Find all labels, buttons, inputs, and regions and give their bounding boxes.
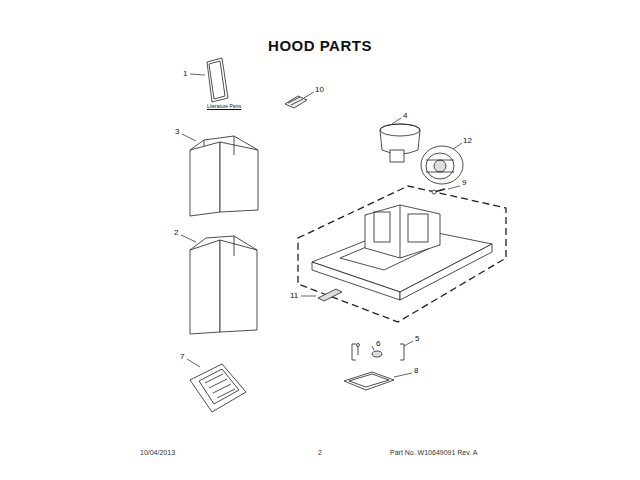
callout-number: 11 <box>290 292 298 300</box>
screw <box>432 189 445 194</box>
callout-number: 4 <box>403 112 407 120</box>
blower-motor <box>421 146 463 184</box>
blower-housing <box>380 124 420 162</box>
section-label: Literature Parts <box>207 104 241 109</box>
callout-number: 8 <box>414 367 418 375</box>
callout-number: 5 <box>415 335 419 343</box>
part-11 <box>318 289 342 301</box>
page-title: HOOD PARTS <box>268 38 372 53</box>
page-number: 2 <box>318 449 322 456</box>
callout-number: 2 <box>174 229 178 237</box>
part-10 <box>285 96 307 108</box>
leader-lines <box>181 74 462 377</box>
part-number: Part No. W10649091 Rev. A <box>390 449 477 456</box>
hood-body <box>312 205 492 300</box>
callout-number: 1 <box>183 70 187 78</box>
callout-number: 7 <box>180 353 184 361</box>
callout-number: 12 <box>463 137 472 145</box>
footer-date: 10/04/2013 <box>140 449 175 456</box>
callout-number: 9 <box>462 179 466 187</box>
upper-chimney <box>190 136 258 216</box>
part-8 <box>344 372 394 390</box>
literature-booklet <box>207 58 228 102</box>
lower-chimney <box>190 236 257 334</box>
callout-number: 3 <box>175 128 179 136</box>
hood-assembly-outline <box>298 186 506 322</box>
callout-number: 10 <box>315 86 324 94</box>
callout-number: 6 <box>376 340 380 348</box>
grease-filter <box>190 364 246 412</box>
